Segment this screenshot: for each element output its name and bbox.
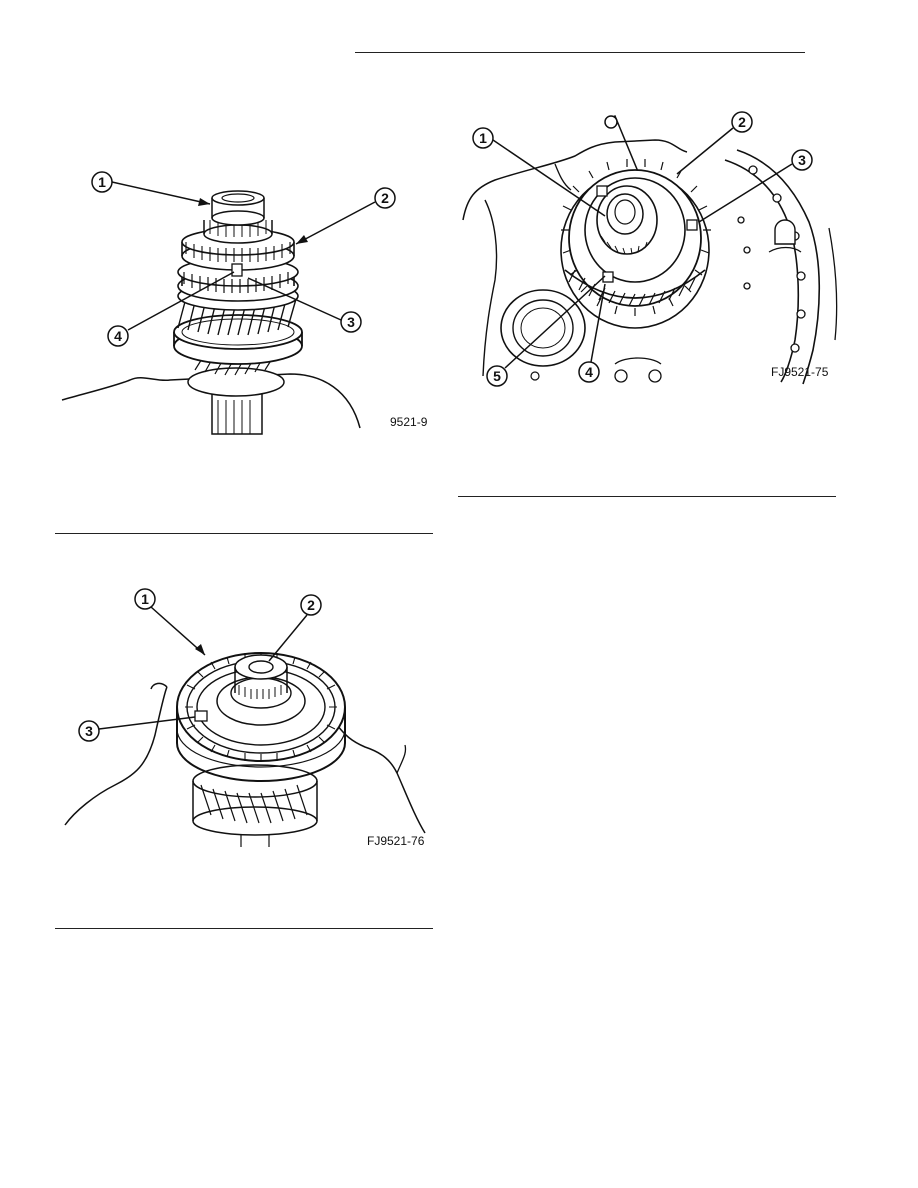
fig2-callout-1: 1 bbox=[141, 591, 149, 607]
fig2-callout-3: 3 bbox=[85, 723, 93, 739]
fig3-code: FJ9521-75 bbox=[771, 365, 829, 379]
fig1-callout-2: 2 bbox=[381, 190, 389, 206]
separator-rule-left-2 bbox=[55, 928, 433, 929]
fig3-callout-2: 2 bbox=[738, 114, 746, 130]
fig1-code: 9521-9 bbox=[390, 415, 428, 429]
fig3-callout-1: 1 bbox=[479, 130, 487, 146]
header-rule bbox=[355, 52, 805, 53]
separator-rule-right bbox=[458, 496, 836, 497]
separator-rule-left-1 bbox=[55, 533, 433, 534]
fig3-callout-5: 5 bbox=[493, 368, 501, 384]
figure-synchro-bottom-left: 1 2 3 FJ9521-76 bbox=[64, 588, 426, 848]
figure-gear-stack-top-left: 1 2 3 4 9521-9 bbox=[61, 171, 428, 435]
fig2-callout-2: 2 bbox=[307, 597, 315, 613]
fig2-code: FJ9521-76 bbox=[367, 834, 425, 848]
fig3-callout-3: 3 bbox=[798, 152, 806, 168]
fig1-callout-3: 3 bbox=[347, 314, 355, 330]
figure-housing-right: 1 2 3 4 5 FJ9521-75 bbox=[462, 111, 838, 387]
fig1-callout-4: 4 bbox=[114, 328, 122, 344]
fig1-callout-1: 1 bbox=[98, 174, 106, 190]
fig3-callout-4: 4 bbox=[585, 364, 593, 380]
